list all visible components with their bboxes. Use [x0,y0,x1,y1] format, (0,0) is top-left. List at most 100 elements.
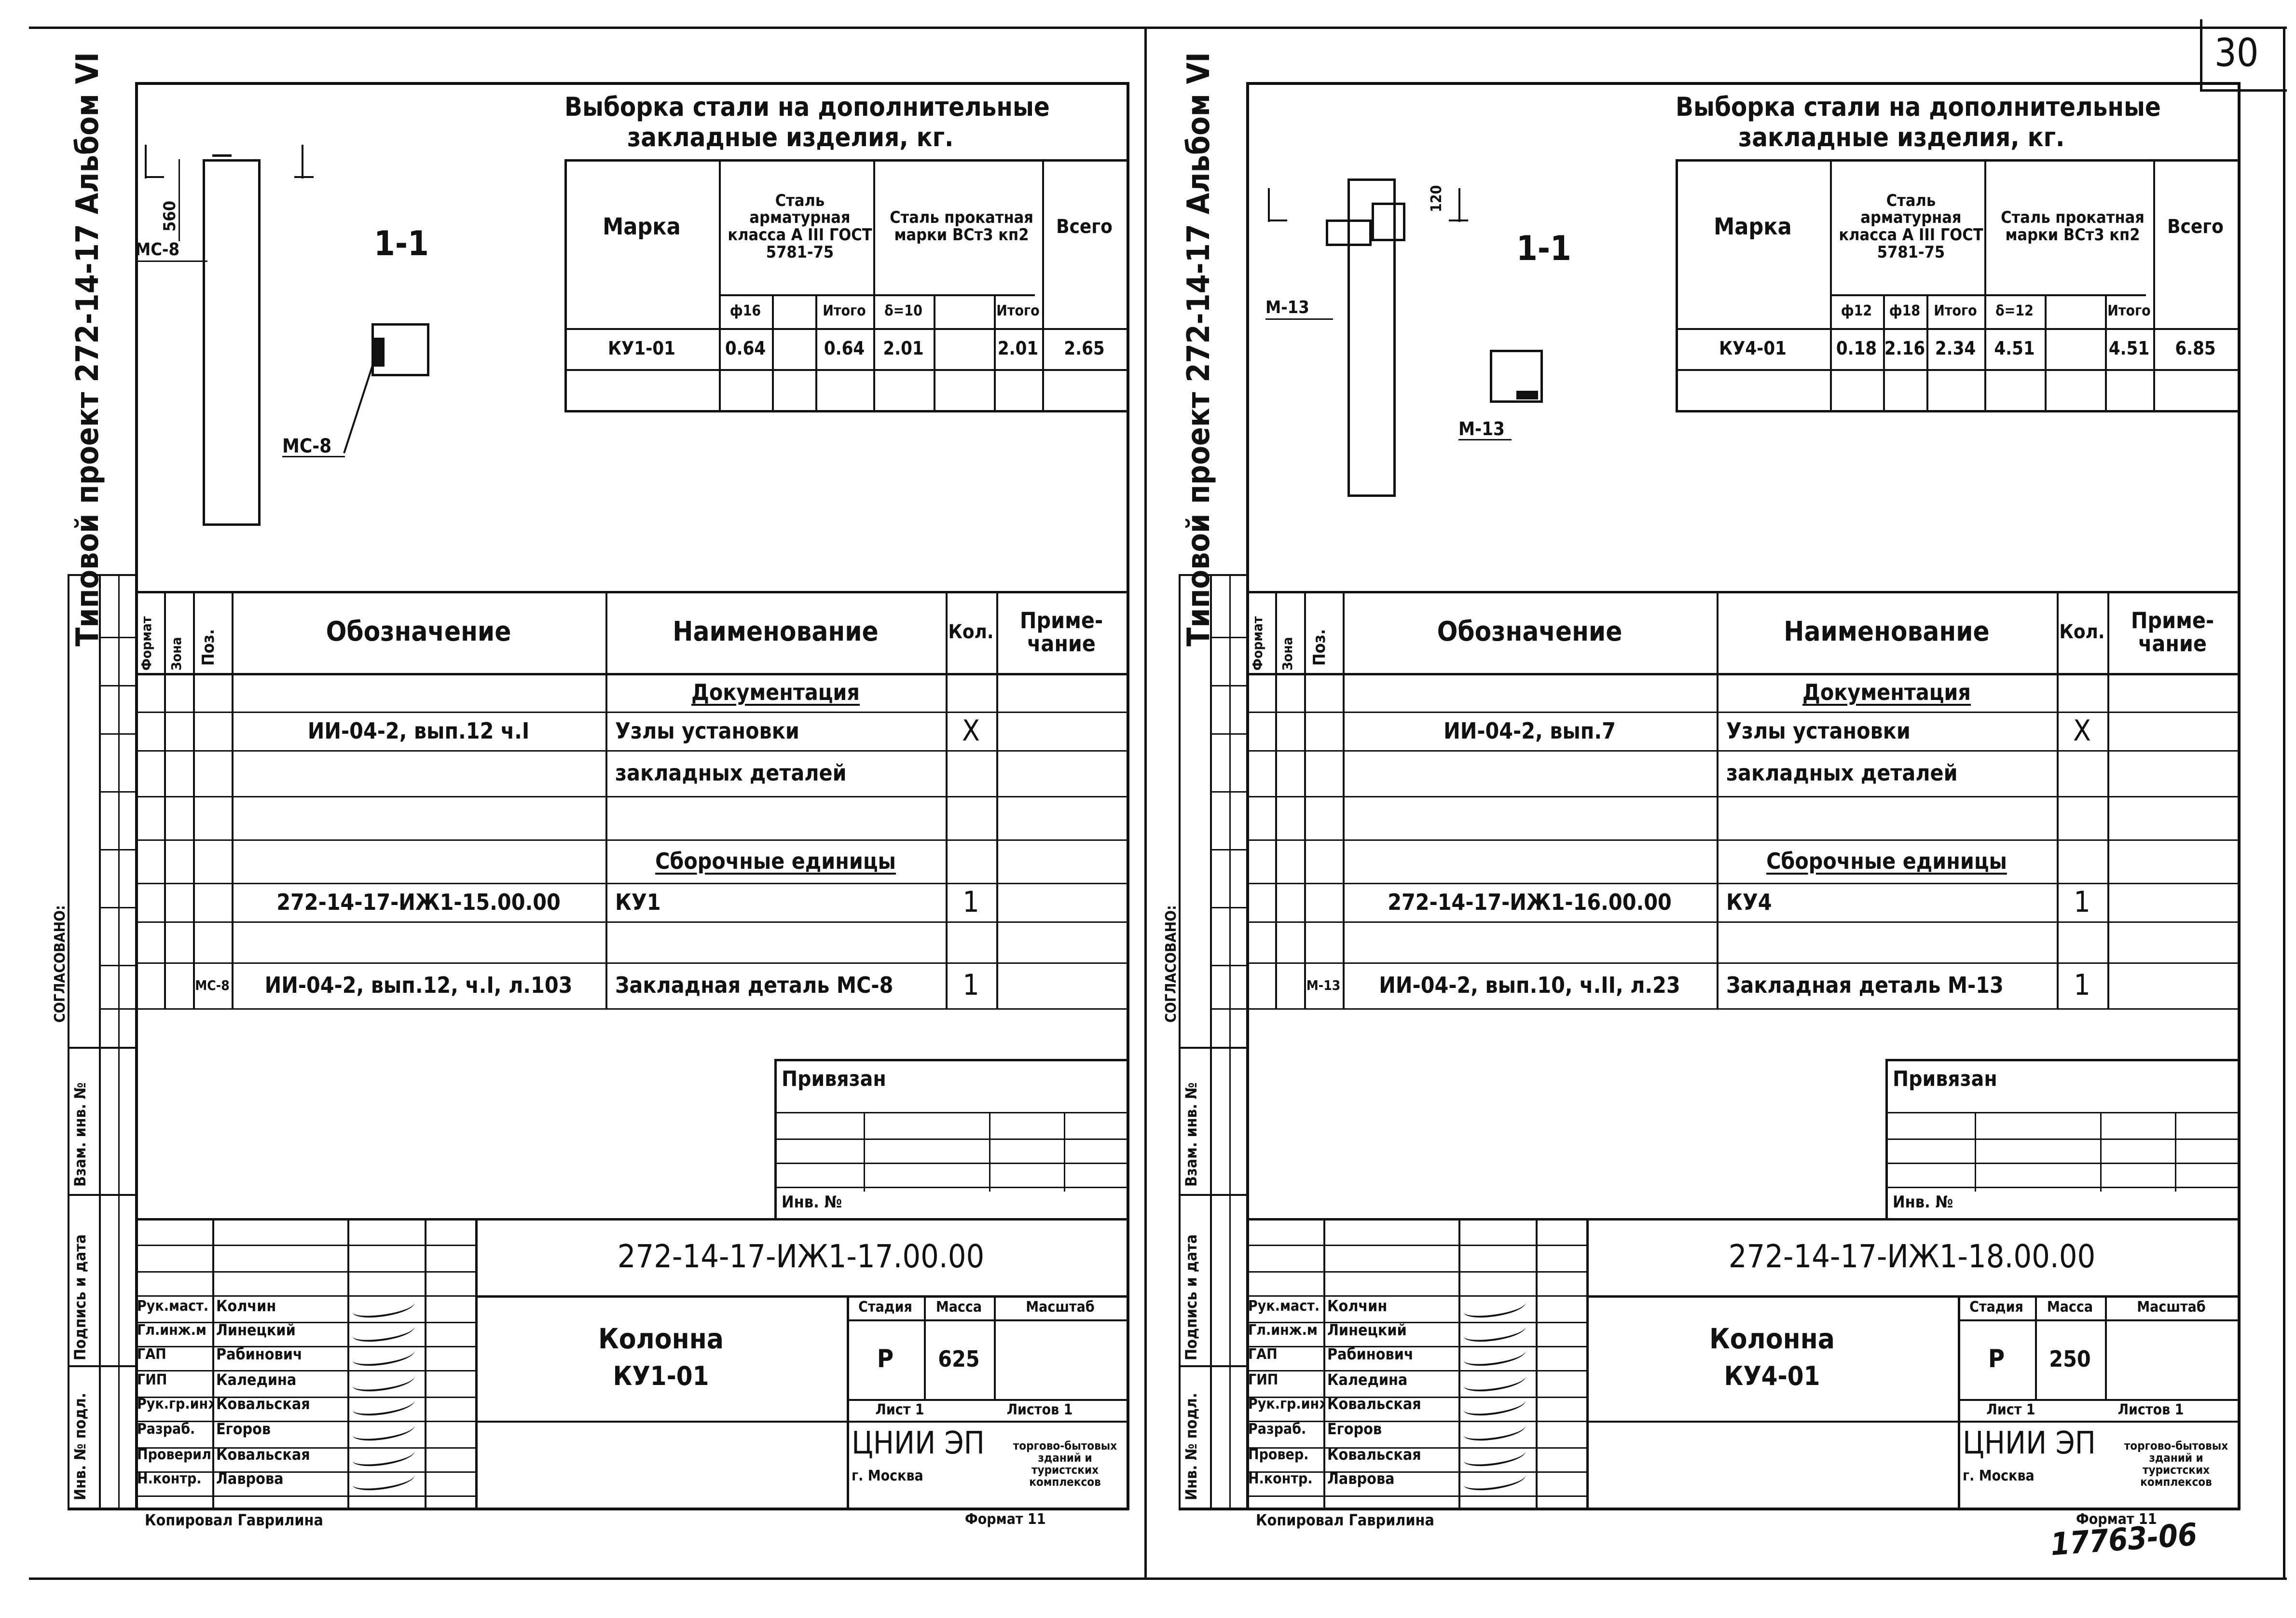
title-divider-main [1586,1218,1589,1508]
spec-cell-pos [1304,921,1343,962]
approved-label: СОГЛАСОВАНО: [52,905,69,1023]
steel-subhead: ф16 [729,302,761,320]
staff-role: Н.контр. [137,1470,202,1488]
steel-row-value: 2.65 [1064,337,1105,359]
mass-value: 250 [2049,1346,2091,1372]
steel-row-value [2045,328,2105,369]
spec-cell-qty: 1 [2074,968,2090,1002]
item-name-bottom [1586,1421,1958,1423]
item-name-bottom [475,1421,847,1423]
cut-mark-left [1268,188,1270,222]
spec-row-line [1246,750,2238,752]
spec-cell-pos [193,921,232,962]
staff-row [135,1421,475,1422]
spec-col-line [605,591,607,1008]
item-mark: КУ1-01 [613,1361,709,1391]
left-strip-sep1 [1179,1047,1246,1049]
inv-no-original-label: Инв. № подл. [1182,1393,1200,1500]
left-strip-col1 [99,574,101,1508]
approved-label: СОГЛАСОВАНО: [1163,905,1180,1023]
steel-table-col [1127,159,1128,410]
steel-row-value [934,328,994,369]
mark-top-label: М-13 [1265,298,1309,317]
steel-table-left [564,159,567,410]
cut-mark-right [1458,188,1460,222]
sheet-frame-top [135,82,1129,85]
steel-table-subtitle: закладные изделия, кг. [1738,122,2065,152]
left-strip-row [99,733,135,735]
spec-head-note: Приме-чание [1019,607,1103,657]
binding-box-row [774,1163,1127,1164]
staff-col [1536,1218,1538,1508]
organization-city: г. Москва [1963,1467,2035,1484]
spec-head-designation: Обозначение [1437,616,1622,647]
left-strip-sep2 [1179,1194,1246,1196]
staff-role: Рук.гр.инж. [1248,1396,1325,1413]
steel-table-bottom [1676,410,2238,412]
staff-row [1246,1370,1586,1371]
staff-name: Ковальская [1327,1445,1421,1464]
spec-cell-designation [232,921,605,962]
stage-col-left [1958,1295,1960,1508]
steel-table-title: Выборка стали на дополнительные [564,92,1050,122]
drawing-code: 272-14-17-ИЖ1-17.00.00 [617,1238,985,1275]
mark-top-label: МС-8 [135,240,179,260]
sheets-count-label: Листов 1 [1006,1401,1073,1418]
spec-cell-designation [232,673,605,712]
staff-row [135,1397,475,1398]
spec-cell-designation [232,750,605,796]
column-elevation [203,159,261,526]
stage-col-3 [2105,1295,2107,1399]
item-name: Колонна [598,1322,724,1355]
staff-role: Гл.инж.м [1248,1322,1318,1339]
title-code-bottom [1586,1295,2238,1298]
format-label: Формат 11 [2076,1511,2157,1528]
left-strip-col2 [118,574,120,1508]
staff-col [1323,1218,1325,1508]
binding-box-col [864,1112,865,1192]
spec-cell-pos [193,796,232,839]
copied-by: Копировал Гаврилина [1256,1511,1434,1529]
drawing-code: 272-14-17-ИЖ1-18.00.00 [1728,1238,2096,1275]
left-strip-row [99,637,135,638]
stage-value-bottom [847,1399,1127,1401]
binding-box-top [774,1059,1127,1061]
steel-col-rebar: Сталь арматурная класса А III ГОСТ 5781-… [1839,191,1983,262]
mark-bottom-leader [282,456,345,457]
staff-name: Колчин [1327,1297,1388,1316]
replaced-inv-label: Взам. инв. № [1182,1082,1200,1187]
binding-box-row [1885,1138,2238,1140]
page-bottom-line [29,1577,2287,1580]
spec-head-qty: Кол. [948,621,994,643]
sheets-count-label: Листов 1 [2117,1401,2184,1418]
steel-table-col [1926,294,1928,410]
staff-col [1458,1218,1460,1508]
spec-header-bottom [1246,673,2238,675]
spec-cell-qty [946,921,996,962]
staff-row [1246,1421,1586,1422]
spec-cell-designation: ИИ-04-2, вып.10, ч.II, л.23 [1379,972,1680,999]
binding-inv-label: Инв. № [782,1193,842,1212]
binding-box-row [774,1112,1127,1113]
mark-top-leader [1265,318,1333,320]
staff-name: Линецкий [216,1321,296,1340]
spec-cell-qty [946,839,996,883]
signature-date-label: Подпись и дата [1182,1234,1200,1360]
spec-col-line [1343,591,1345,1008]
spec-table-top [135,591,1127,593]
steel-row-value: КУ4-01 [1719,337,1787,359]
left-strip-top [1179,574,1246,576]
stage-label: Стадия [858,1299,912,1316]
steel-subhead: ф12 [1841,302,1872,320]
steel-table-row-line [1676,328,2238,330]
steel-row-value: 0.64 [725,337,766,359]
steel-table-subhead-line [1830,294,2146,296]
steel-table-top [1676,159,2238,162]
staff-name: Егоров [216,1420,271,1439]
spec-col-line [1246,591,1249,1008]
spec-cell-designation [1343,673,1717,712]
binding-box-col [1064,1112,1065,1192]
spec-section-heading: Документация [1802,679,1971,705]
steel-subhead [772,294,815,328]
left-strip-sep3 [68,1365,135,1367]
